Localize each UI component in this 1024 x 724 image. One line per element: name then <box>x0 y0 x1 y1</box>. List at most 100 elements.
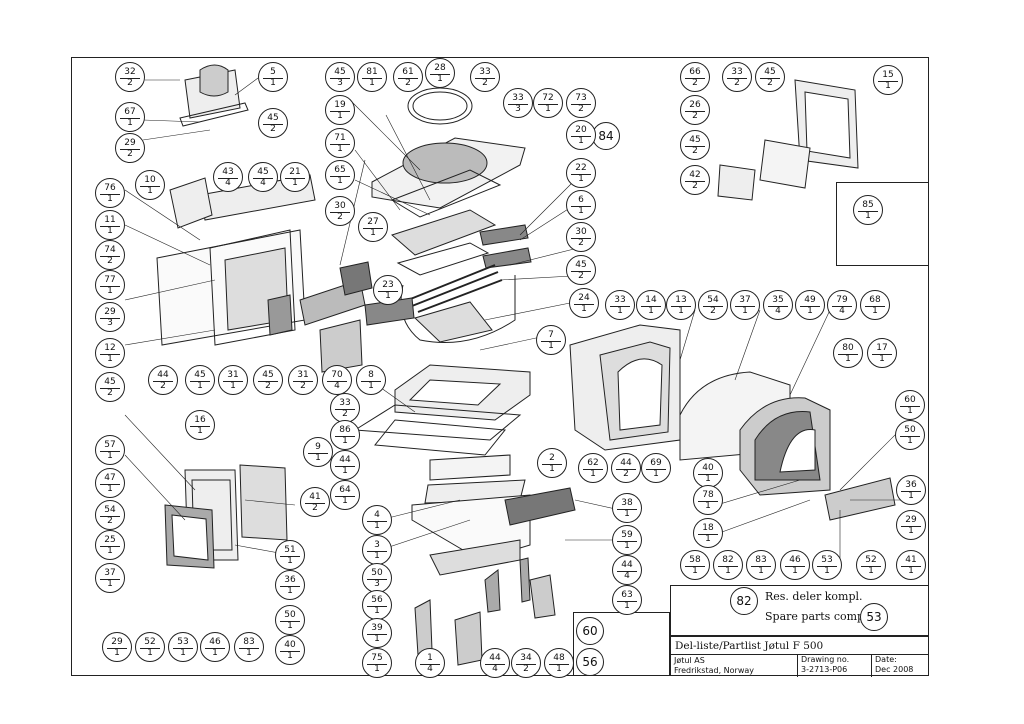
part-quantity: 1 <box>287 651 293 661</box>
part-number: 56 <box>371 595 383 605</box>
part-quantity: 1 <box>581 304 587 314</box>
part-number: 46 <box>789 555 801 565</box>
part-number: 29 <box>124 138 136 148</box>
part-number: 51 <box>284 545 296 555</box>
part-quantity: 1 <box>315 453 321 463</box>
part-quantity: 2 <box>127 149 133 159</box>
part-quantity: 1 <box>742 306 748 316</box>
drawing-number: 3-2713-P06 <box>801 665 848 674</box>
part-quantity: 1 <box>578 136 584 146</box>
callout-divider <box>751 565 771 567</box>
part-quantity: 2 <box>692 111 698 121</box>
part-number: 76 <box>104 183 116 193</box>
part-number: 44 <box>157 370 169 380</box>
part-quantity: 1 <box>197 426 203 436</box>
part-quantity: 1 <box>692 566 698 576</box>
part-number: 75 <box>371 653 383 663</box>
callout-divider <box>508 103 528 105</box>
part-number: 6 <box>578 195 584 205</box>
part-quantity: 1 <box>127 118 133 128</box>
part-number: 83 <box>755 555 767 565</box>
callout-divider <box>735 305 755 307</box>
part-number: 45 <box>194 370 206 380</box>
company-name: Jøtul AS <box>674 656 705 665</box>
part-quantity: 1 <box>705 534 711 544</box>
part-quantity: 1 <box>885 81 891 91</box>
part-number: 22 <box>575 163 587 173</box>
part-number: 68 <box>869 295 881 305</box>
part-quantity: 1 <box>908 566 914 576</box>
callout-divider <box>100 353 120 355</box>
part-number: 47 <box>104 473 116 483</box>
arched-door-part <box>679 371 896 521</box>
part-quantity: 1 <box>287 586 293 596</box>
callout-divider <box>698 473 718 475</box>
part-number: 38 <box>621 498 633 508</box>
part-quantity: 2 <box>578 271 584 281</box>
part-number: 1 <box>427 653 433 663</box>
part-number: 31 <box>297 370 309 380</box>
callout-divider <box>685 145 705 147</box>
part-quantity: 1 <box>374 551 380 561</box>
callout-divider <box>646 468 666 470</box>
callout-divider <box>327 380 347 382</box>
callout-divider <box>293 380 313 382</box>
callout-divider <box>100 225 120 227</box>
part-number: 34 <box>520 653 532 663</box>
callout-divider <box>363 227 383 229</box>
part-number: 41 <box>905 555 917 565</box>
company-location: Fredrikstad, Norway <box>674 666 754 675</box>
part-number: 53 <box>821 555 833 565</box>
callout-divider <box>727 77 747 79</box>
part-quantity: 1 <box>648 306 654 316</box>
callout-divider <box>280 585 300 587</box>
part-quantity: 1 <box>578 174 584 184</box>
callout-divider <box>610 305 630 307</box>
part-number: 65 <box>334 165 346 175</box>
part-quantity: 1 <box>107 484 113 494</box>
part-quantity: 1 <box>230 381 236 391</box>
part-quantity: 1 <box>287 621 293 631</box>
callout-divider <box>641 305 661 307</box>
drawing-no-label: Drawing no. <box>801 655 850 664</box>
callout-divider <box>872 353 892 355</box>
part-number: 72 <box>542 93 554 103</box>
side-panel-right <box>717 79 859 201</box>
callout-divider <box>542 463 562 465</box>
callout-divider <box>760 77 780 79</box>
part-number: 39 <box>371 623 383 633</box>
part-number: 29 <box>111 637 123 647</box>
part-number: 5 <box>270 67 276 77</box>
part-quantity: 1 <box>879 354 885 364</box>
callout-divider <box>100 193 120 195</box>
callout-divider <box>698 533 718 535</box>
